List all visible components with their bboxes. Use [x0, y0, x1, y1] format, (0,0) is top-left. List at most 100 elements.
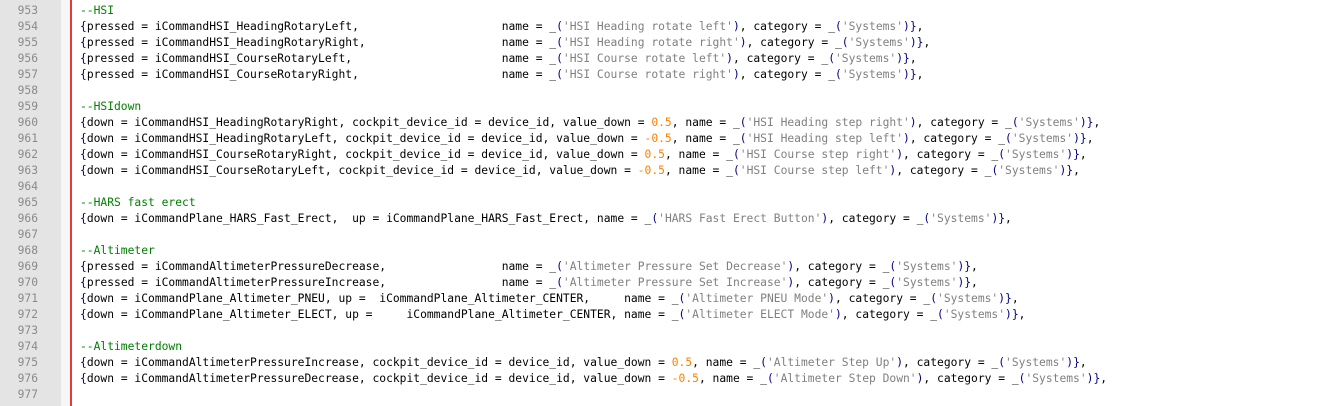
string-token: 'Systems' [896, 260, 958, 273]
code-line[interactable]: 965 --HARS fast erect [0, 195, 1320, 211]
delimiter-token: ( [739, 116, 747, 129]
code-line[interactable]: 953 --HSI [0, 3, 1320, 19]
line-number: 953 [17, 4, 38, 17]
line-number: 955 [17, 36, 38, 49]
delimiter-token: { [80, 116, 87, 129]
code-line[interactable]: 973 [0, 323, 1320, 339]
delimiter-token: ) [909, 116, 917, 129]
code-text[interactable]: {down = iCommandPlane_HARS_Fast_Erect, u… [80, 211, 1012, 227]
code-text[interactable]: {down = iCommandAltimeterPressureDecreas… [80, 371, 1107, 387]
code-text[interactable]: {down = iCommandPlane_Altimeter_PNEU, up… [80, 291, 1019, 307]
code-line[interactable]: 963{down = iCommandHSI_CourseRotaryLeft,… [0, 163, 1320, 179]
code-text[interactable]: {down = iCommandHSI_CourseRotaryRight, c… [80, 147, 1087, 163]
code-text[interactable]: {pressed = iCommandAltimeterPressureIncr… [80, 275, 978, 291]
code-text[interactable]: --HSIdown [80, 99, 141, 115]
delimiter-token: )} [896, 52, 910, 65]
line-number: 968 [17, 244, 38, 257]
code-text[interactable]: {down = iCommandPlane_Altimeter_ELECT, u… [80, 307, 1025, 323]
delimiter-token: { [80, 68, 87, 81]
string-token: 'Altimeter ELECT Mode' [685, 308, 835, 321]
delimiter-token: { [80, 260, 87, 273]
code-line[interactable]: 977 [0, 387, 1320, 403]
code-line[interactable]: 972{down = iCommandPlane_Altimeter_ELECT… [0, 307, 1320, 323]
code-line[interactable]: 961{down = iCommandHSI_HeadingRotaryLeft… [0, 131, 1320, 147]
line-number: 957 [17, 68, 38, 81]
delimiter-token: ( [556, 260, 563, 273]
code-line[interactable]: 976{down = iCommandAltimeterPressureDecr… [0, 371, 1320, 387]
string-token: 'Systems' [835, 52, 897, 65]
code-line[interactable]: 957 {pressed = iCommandHSI_CourseRotaryRi… [0, 67, 1320, 83]
code-line[interactable]: 967 [0, 227, 1320, 243]
delimiter-token: ) [828, 292, 835, 305]
code-text[interactable]: {pressed = iCommandAltimeterPressureDecr… [80, 259, 978, 275]
delimiter-token: ) [896, 148, 904, 161]
code-text[interactable]: --HSI [80, 3, 114, 19]
code-line[interactable]: 958 [0, 83, 1320, 99]
code-text[interactable]: {pressed = iCommandHSI_CourseRotaryRight… [80, 67, 923, 83]
code-line[interactable]: 959--HSIdown [0, 99, 1320, 115]
code-text[interactable]: {down = iCommandHSI_HeadingRotaryRight, … [80, 115, 1100, 131]
line-number: 970 [17, 276, 38, 289]
code-text[interactable]: {pressed = iCommandHSI_HeadingRotaryRigh… [80, 35, 930, 51]
delimiter-token: ( [760, 356, 767, 369]
code-text[interactable]: --HARS fast erect [80, 195, 196, 211]
delimiter-token: ( [937, 308, 944, 321]
delimiter-token: ( [998, 148, 1006, 161]
fold-margin[interactable] [61, 0, 70, 406]
code-line[interactable]: 964 [0, 179, 1320, 195]
line-number: 973 [17, 324, 38, 337]
string-token: 'Systems' [1005, 356, 1067, 369]
delimiter-token: ( [739, 132, 747, 145]
code-text[interactable]: {pressed = iCommandHSI_HeadingRotaryLeft… [80, 19, 923, 35]
code-text-token: , [1073, 164, 1080, 177]
string-token: 'HSI Heading step right' [746, 116, 910, 129]
code-text[interactable]: {down = iCommandHSI_HeadingRotaryLeft, c… [80, 131, 1094, 147]
code-line[interactable]: 969{pressed = iCommandAltimeterPressureD… [0, 259, 1320, 275]
number-token: 0.5 [671, 356, 693, 369]
delimiter-token: ) [732, 20, 740, 33]
comment-token: --HARS fast erect [80, 196, 196, 209]
code-line[interactable]: 956{pressed = iCommandHSI_CourseRotaryLe… [0, 51, 1320, 67]
code-line[interactable]: 966{down = iCommandPlane_HARS_Fast_Erect… [0, 211, 1320, 227]
delimiter-token: { [80, 212, 87, 225]
delimiter-token: { [80, 132, 87, 145]
code-text[interactable]: {down = iCommandAltimeterPressureIncreas… [80, 355, 1087, 371]
code-text-token: down = iCommandHSI_HeadingRotaryRight, c… [86, 116, 652, 129]
delimiter-token: ( [930, 292, 938, 305]
code-text-token: , category = _ [828, 212, 924, 225]
code-line[interactable]: 968 --Altimeter [0, 243, 1320, 259]
code-text-token: , [923, 36, 931, 49]
line-number: 977 [17, 388, 38, 401]
delimiter-token: ( [556, 36, 563, 49]
code-text[interactable]: --Altimeterdown [80, 339, 182, 355]
code-text-token: , [909, 52, 917, 65]
code-text-token: down = iCommandPlane_Altimeter_PNEU, up … [86, 292, 679, 305]
code-line[interactable]: 971 {down = iCommandPlane_Altimeter_PNEU,… [0, 291, 1320, 307]
line-number: 965 [17, 196, 38, 209]
code-text-token: pressed = iCommandAltimeterPressureIncre… [86, 276, 557, 289]
code-line[interactable]: 974--Altimeterdown [0, 339, 1320, 355]
delimiter-token: )} [1073, 132, 1087, 145]
code-text[interactable]: --Altimeter [80, 243, 155, 259]
line-number: 971 [17, 292, 38, 305]
delimiter-token: ( [998, 356, 1006, 369]
line-number-gutter[interactable] [0, 0, 61, 406]
delimiter-token: ( [991, 164, 999, 177]
code-line[interactable]: 970 {pressed = iCommandAltimeterPressureI… [0, 275, 1320, 291]
code-line[interactable]: 955 {pressed = iCommandHSI_HeadingRotaryR… [0, 35, 1320, 51]
code-line[interactable]: 954{pressed = iCommandHSI_HeadingRotaryL… [0, 19, 1320, 35]
code-text[interactable]: {pressed = iCommandHSI_CourseRotaryLeft,… [80, 51, 917, 67]
delimiter-token: ( [556, 52, 563, 65]
delimiter-token: ( [651, 212, 659, 225]
code-line[interactable]: 960{down = iCommandHSI_HeadingRotaryRigh… [0, 115, 1320, 131]
delimiter-token: )} [957, 276, 972, 289]
code-line[interactable]: 975{down = iCommandAltimeterPressureIncr… [0, 355, 1320, 371]
string-token: 'Altimeter Step Down' [773, 372, 917, 385]
number-token: -0.5 [671, 372, 699, 385]
code-line[interactable]: 962{down = iCommandHSI_CourseRotaryRight… [0, 147, 1320, 163]
code-text[interactable]: {down = iCommandHSI_CourseRotaryLeft, co… [80, 163, 1080, 179]
string-token: 'Systems' [896, 276, 958, 289]
code-text-token: , name = _ [692, 356, 761, 369]
